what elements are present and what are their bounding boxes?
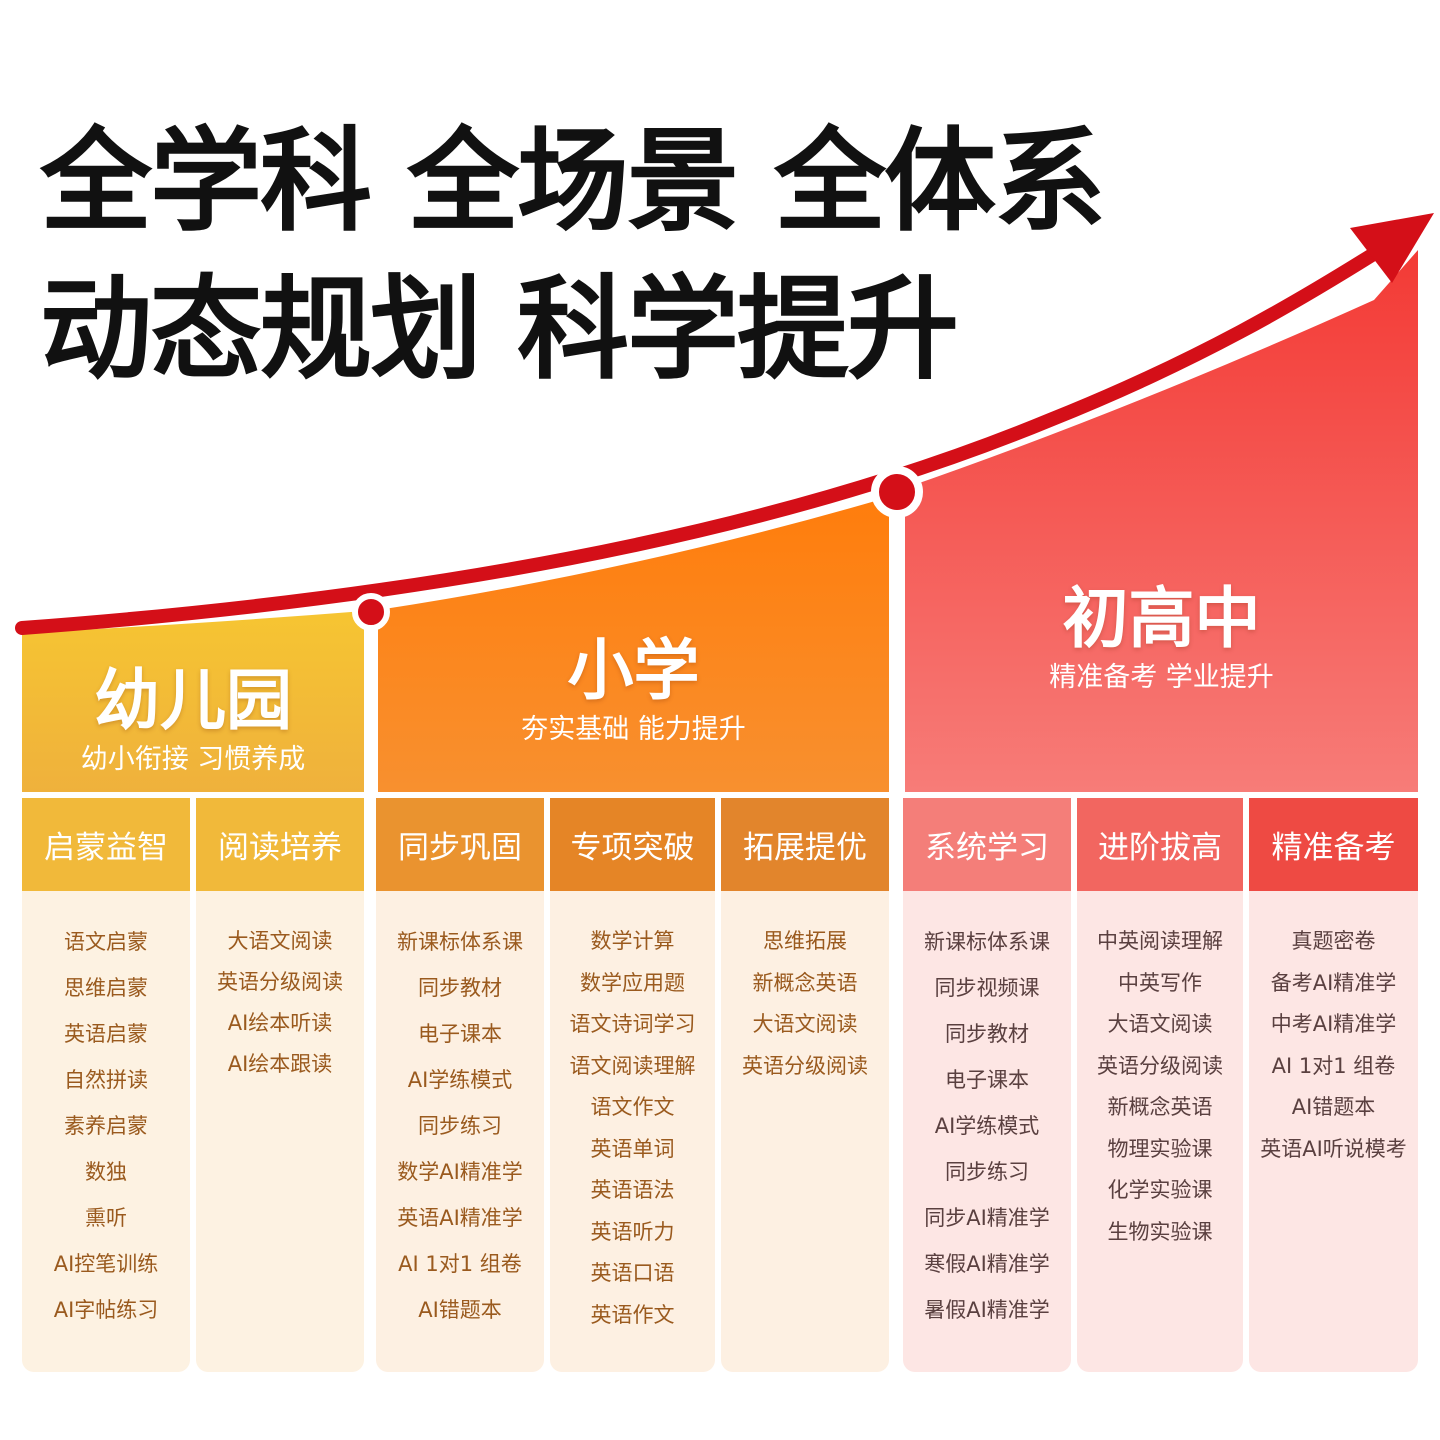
- list-item: 暑假AI精准学: [924, 1298, 1050, 1322]
- list-item: 英语分级阅读: [1097, 1053, 1223, 1078]
- list-item: AI绘本跟读: [227, 1052, 333, 1076]
- list-item: 语文作文: [590, 1095, 675, 1119]
- stage-kindergarten: 幼儿园 幼小衔接 习惯养成: [22, 668, 364, 776]
- kindergarten-area: [22, 611, 364, 792]
- list-item: AI 1对1 组卷: [398, 1252, 522, 1276]
- headline-line-2: 动态规划 科学提升: [40, 265, 959, 395]
- list-item: 思维拓展: [763, 929, 847, 953]
- list-item: AI错题本: [418, 1298, 502, 1322]
- primary-area: [378, 497, 889, 792]
- stage-subtitle: 幼小衔接 习惯养成: [80, 744, 306, 775]
- list-item: 语文阅读理解: [569, 1053, 696, 1078]
- list-item: AI控笔训练: [53, 1252, 159, 1276]
- list-item: 化学实验课: [1107, 1178, 1213, 1202]
- list-item: 英语启蒙: [64, 1022, 148, 1046]
- column-list-special-breakthrough: 数学计算 数学应用题 语文诗词学习 语文阅读理解 语文作文 英语单词 英语语法 …: [550, 891, 715, 1372]
- list-item: 大语文阅读: [752, 1012, 858, 1036]
- column-list-advanced: 中英阅读理解 中英写作 大语文阅读 英语分级阅读 新概念英语 物理实验课 化学实…: [1077, 891, 1243, 1372]
- stage-title: 幼儿园: [94, 662, 292, 739]
- list-item: 同步AI精准学: [924, 1206, 1050, 1230]
- milestone-node-primary: [352, 593, 390, 631]
- list-item: 生物实验课: [1107, 1219, 1213, 1244]
- list-item: 自然拼读: [64, 1068, 148, 1092]
- column-list-reading: 大语文阅读 英语分级阅读 AI绘本听读 AI绘本跟读: [196, 891, 364, 1372]
- curve-arrowhead: [1350, 213, 1434, 283]
- column-list-systematic-learning: 新课标体系课 同步视频课 同步教材 电子课本 AI学练模式 同步练习 同步AI精…: [903, 891, 1071, 1372]
- stage-subtitle: 夯实基础 能力提升: [521, 714, 746, 745]
- headline-line-1: 全学科 全场景 全体系: [40, 117, 1106, 247]
- column-list-exam-prep: 真题密卷 备考AI精准学 中考AI精准学 AI 1对1 组卷 AI错题本 英语A…: [1249, 891, 1418, 1372]
- list-item: 电子课本: [418, 1022, 502, 1046]
- list-item: AI字帖练习: [53, 1298, 159, 1322]
- column-list-extension: 思维拓展 新概念英语 大语文阅读 英语分级阅读: [721, 891, 889, 1372]
- list-item: 英语单词: [590, 1136, 675, 1161]
- list-item: 语文启蒙: [64, 930, 148, 954]
- list-item: 素养启蒙: [64, 1114, 148, 1138]
- list-item: 中英写作: [1118, 970, 1202, 995]
- list-item: 英语口语: [590, 1261, 675, 1285]
- list-item: 寒假AI精准学: [924, 1252, 1050, 1276]
- list-item: 新概念英语: [1107, 1095, 1213, 1119]
- list-item: 大语文阅读: [227, 929, 333, 953]
- list-item: 同步教材: [945, 1022, 1029, 1046]
- list-item: AI学练模式: [407, 1068, 513, 1092]
- column-header-exam-prep: 精准备考: [1249, 798, 1418, 891]
- column-header-advanced: 进阶拔高: [1077, 798, 1243, 891]
- column-header-extension: 拓展提优: [721, 798, 889, 891]
- list-item: 熏听: [85, 1206, 127, 1230]
- stage-title: 小学: [567, 632, 700, 709]
- column-list-sync-consolidation: 新课标体系课 同步教材 电子课本 AI学练模式 同步练习 数学AI精准学 英语A…: [376, 891, 544, 1372]
- middle-high-area: [905, 250, 1418, 792]
- list-item: 备考AI精准学: [1270, 970, 1397, 995]
- list-item: AI绘本听读: [227, 1011, 333, 1035]
- list-item: 新概念英语: [752, 970, 858, 995]
- list-item: 同步练习: [945, 1160, 1029, 1184]
- list-item: 英语语法: [590, 1178, 675, 1202]
- list-item: AI学练模式: [934, 1114, 1040, 1138]
- list-item: 数学计算: [590, 929, 675, 953]
- list-item: 物理实验课: [1107, 1136, 1213, 1161]
- list-item: 英语分级阅读: [217, 970, 343, 994]
- list-item: 中英阅读理解: [1097, 929, 1223, 953]
- list-item: 新课标体系课: [924, 930, 1050, 954]
- column-header-sync-consolidation: 同步巩固: [376, 798, 544, 891]
- list-item: AI 1对1 组卷: [1271, 1053, 1396, 1078]
- list-item: 数独: [85, 1160, 127, 1184]
- list-item: 数学应用题: [580, 970, 685, 995]
- stage-title: 初高中: [1062, 580, 1261, 657]
- list-item: 语文诗词学习: [569, 1012, 696, 1036]
- list-item: 数学AI精准学: [397, 1160, 523, 1184]
- list-item: 新课标体系课: [397, 930, 523, 954]
- milestone-node-middle-high: [871, 466, 923, 518]
- column-header-systematic-learning: 系统学习: [903, 798, 1071, 891]
- stage-primary: 小学 夯实基础 能力提升: [378, 638, 889, 746]
- column-header-special-breakthrough: 专项突破: [550, 798, 715, 891]
- list-item: 思维启蒙: [64, 976, 148, 1000]
- list-item: 同步视频课: [934, 976, 1040, 1000]
- list-item: 英语AI精准学: [397, 1206, 523, 1230]
- column-list-enlightenment: 语文启蒙 思维启蒙 英语启蒙 自然拼读 素养启蒙 数独 熏听 AI控笔训练 AI…: [22, 891, 190, 1372]
- list-item: 英语听力: [590, 1219, 675, 1244]
- list-item: 英语分级阅读: [742, 1053, 868, 1078]
- list-item: 大语文阅读: [1107, 1012, 1213, 1036]
- list-item: 同步教材: [418, 976, 502, 1000]
- list-item: 英语作文: [590, 1302, 675, 1327]
- list-item: 英语AI听说模考: [1260, 1136, 1407, 1161]
- stage-middle-high: 初高中 精准备考 学业提升: [905, 586, 1418, 694]
- column-header-reading: 阅读培养: [196, 798, 364, 891]
- column-header-enlightenment: 启蒙益智: [22, 798, 190, 891]
- list-item: 电子课本: [945, 1068, 1029, 1092]
- list-item: AI错题本: [1291, 1095, 1376, 1119]
- list-item: 中考AI精准学: [1270, 1012, 1397, 1036]
- list-item: 同步练习: [418, 1114, 502, 1138]
- stage-subtitle: 精准备考 学业提升: [1049, 662, 1274, 693]
- list-item: 真题密卷: [1291, 929, 1376, 953]
